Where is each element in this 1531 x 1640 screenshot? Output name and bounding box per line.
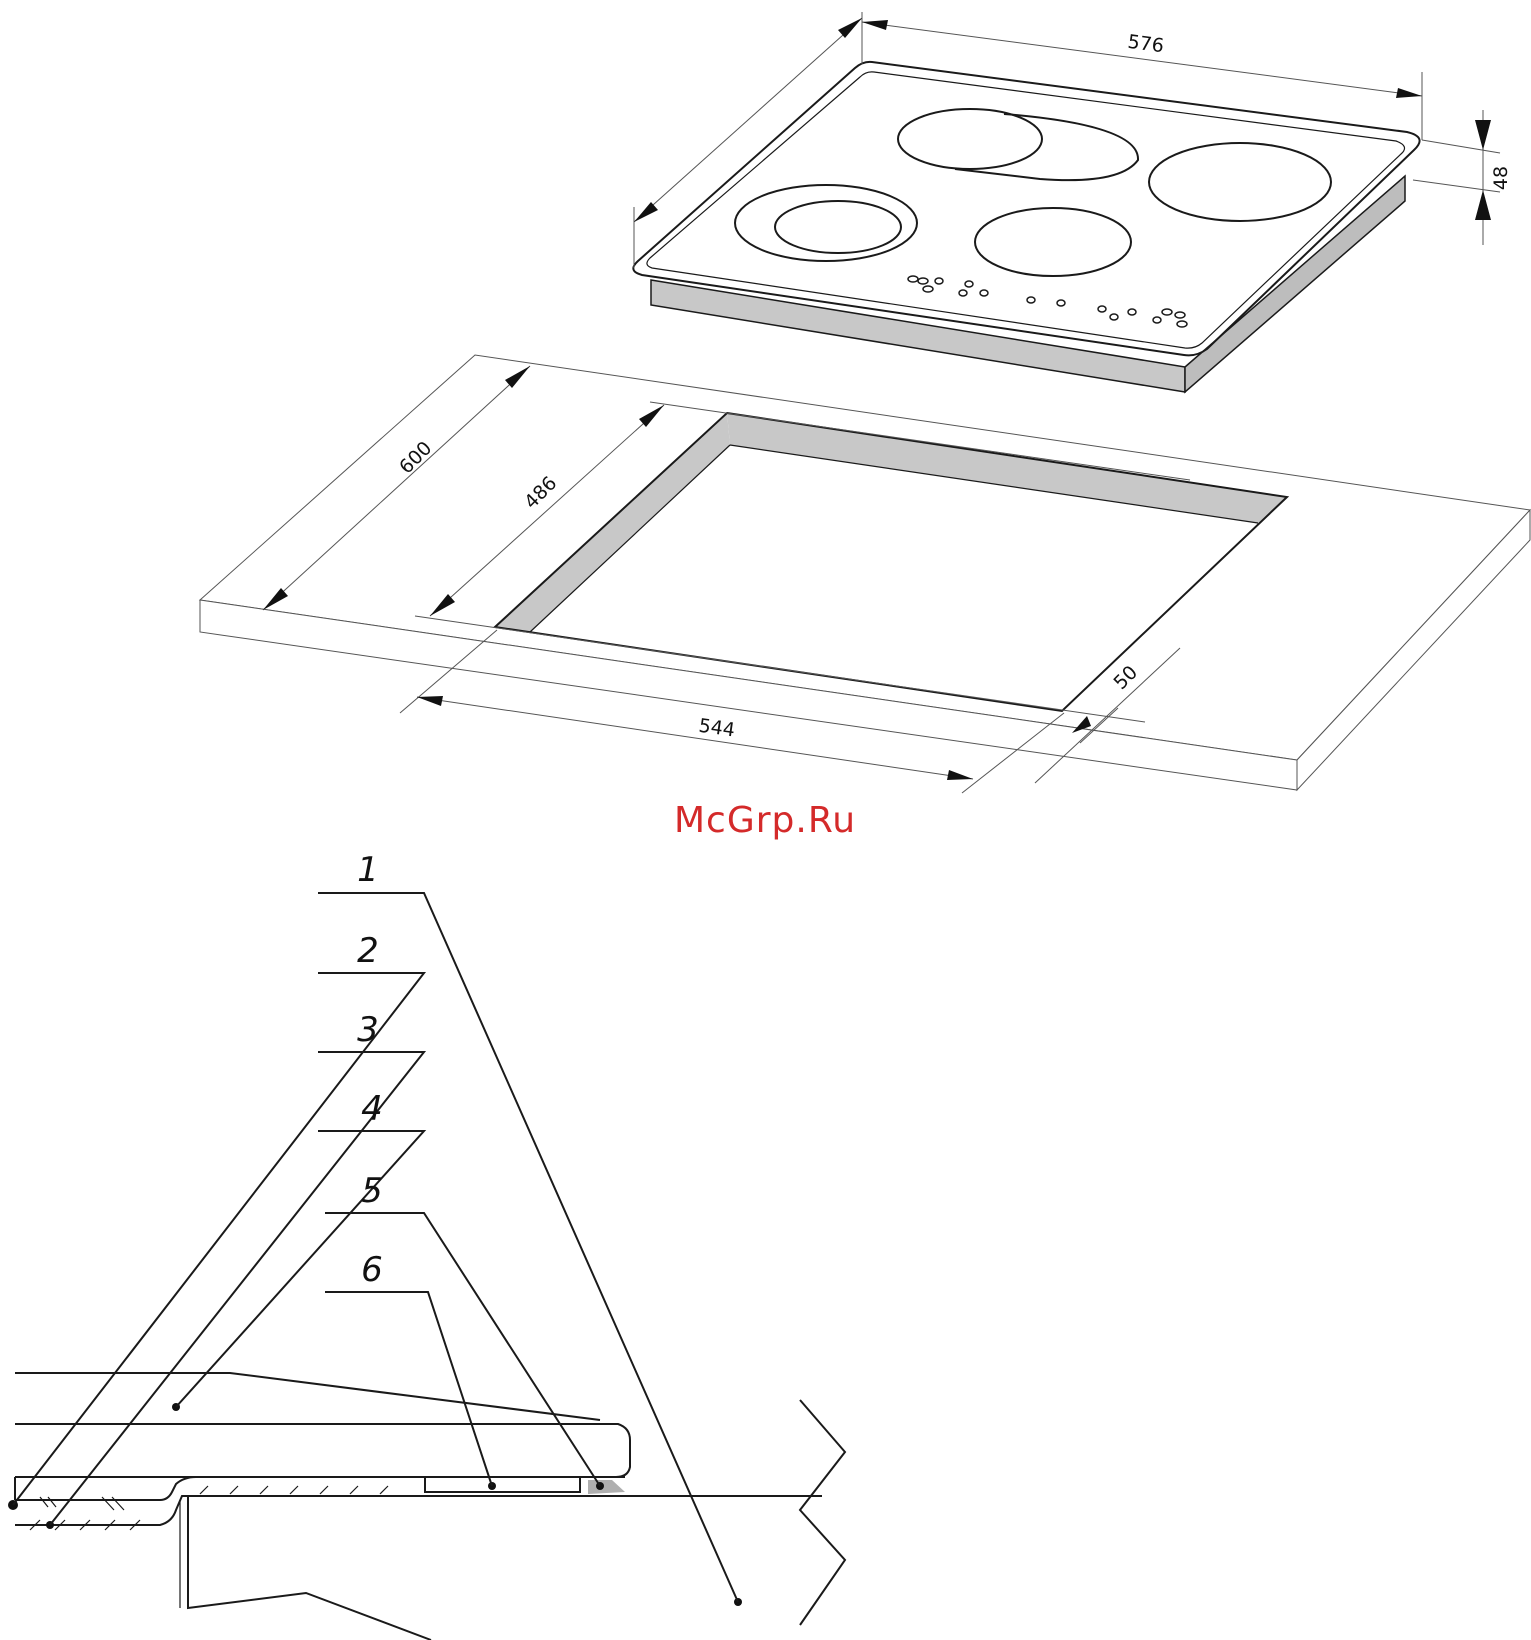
- cooking-zone-front-left-outer: [735, 185, 917, 261]
- cross-section-illustration: 1 2 3 4 5 6: [8, 850, 845, 1640]
- section-hob-top-plate: [15, 1373, 600, 1420]
- dimension-label-544: 544: [697, 715, 736, 742]
- cooking-zone-rear-left-extension: [955, 114, 1138, 180]
- callout-number-2: 2: [357, 931, 379, 971]
- callout-number-5: 5: [361, 1171, 383, 1211]
- cooking-zone-rear-left: [898, 109, 1042, 169]
- section-counter-body: [188, 1400, 845, 1640]
- section-sealant: [588, 1480, 625, 1494]
- watermark-text: McGrp.Ru: [600, 800, 930, 841]
- callout-number-6: 6: [361, 1250, 383, 1290]
- dimension-label-576: 576: [1126, 31, 1165, 58]
- dimension-hob-side: [634, 18, 862, 268]
- callout-number-4: 4: [361, 1089, 383, 1129]
- section-hob-glass: [15, 1424, 630, 1477]
- countertop-illustration: 600 486 544 50: [200, 355, 1530, 793]
- touch-controls: [908, 276, 1187, 327]
- dimension-label-48: 48: [1490, 166, 1512, 190]
- callout-number-1: 1: [357, 850, 379, 890]
- hob-illustration: 576 48: [633, 12, 1512, 392]
- cooking-zone-rear-right: [1149, 143, 1331, 221]
- cooking-zone-front-right: [975, 208, 1131, 276]
- dimension-hob-width: 576: [862, 12, 1422, 140]
- callout-number-3: 3: [357, 1010, 379, 1050]
- dimension-hob-height: 48: [1413, 110, 1512, 245]
- section-hatching: [30, 1486, 388, 1530]
- cooking-zone-front-left-inner: [775, 201, 901, 253]
- hob-body-side: [1185, 176, 1405, 392]
